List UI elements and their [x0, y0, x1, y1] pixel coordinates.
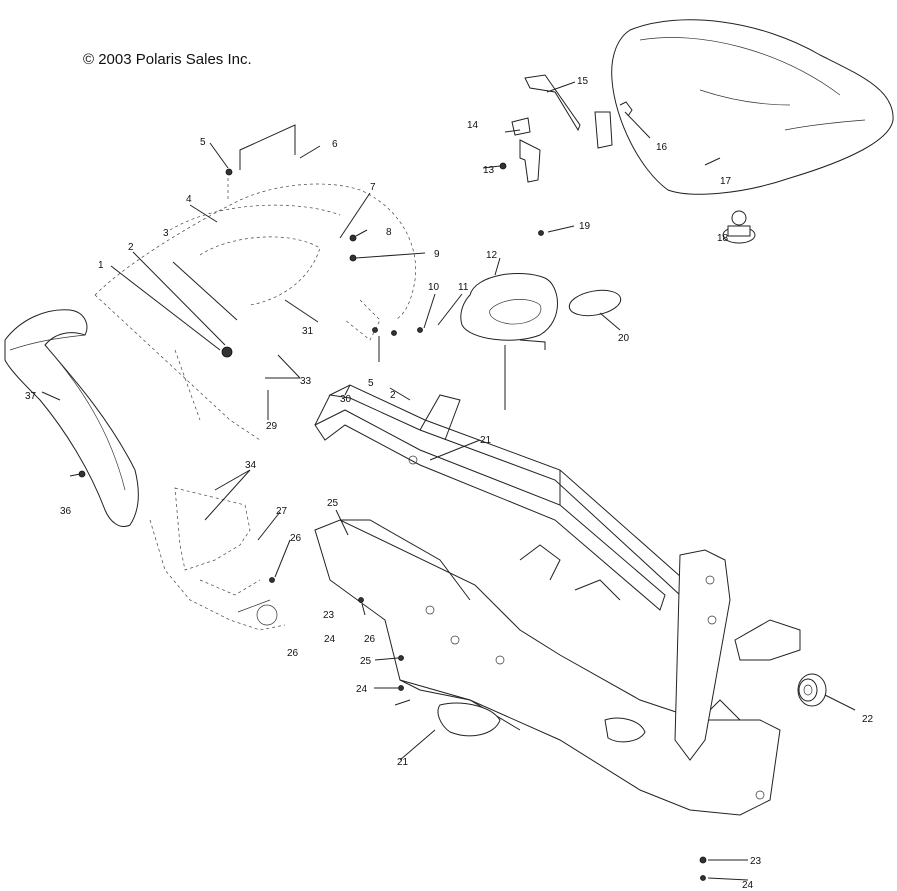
callout-20: 20 — [618, 333, 630, 344]
frame-bushing-drawing — [797, 673, 827, 707]
callout-35: 34 — [245, 460, 257, 471]
callout-16: 16 — [656, 142, 668, 153]
callout-5-mid: 5 — [368, 378, 374, 389]
callout-6: 6 — [332, 139, 338, 150]
callout-10: 10 — [428, 282, 440, 293]
callout-33: 31 — [302, 326, 314, 337]
callout-15: 15 — [577, 76, 589, 87]
callout-8: 8 — [386, 227, 392, 238]
callout-32: 30 — [340, 394, 352, 405]
callout-11: 11 — [458, 282, 469, 293]
callout-3: 3 — [163, 228, 169, 239]
callout-13: 13 — [483, 165, 495, 176]
callout-14: 14 — [467, 120, 479, 131]
callout-labels: 5 6 4 7 3 8 2 9 1 10 11 12 31 5 2 33 30 … — [25, 76, 874, 891]
callout-4: 4 — [186, 194, 192, 205]
seat-drawing — [611, 19, 894, 195]
callout-34: 33 — [300, 376, 312, 387]
callout-2-mid: 2 — [390, 390, 396, 401]
footwell-panel-drawing — [149, 487, 286, 631]
callout-36: 36 — [60, 506, 72, 517]
callout-17: 17 — [720, 176, 732, 187]
leader-lines — [41, 81, 856, 881]
callout-26-lower: 25 — [360, 656, 372, 667]
fastener-hardware — [221, 168, 707, 881]
callout-23-right: 23 — [750, 856, 762, 867]
callout-24-right: 24 — [742, 880, 754, 891]
main-frame-drawing — [314, 519, 801, 816]
callout-26-upper: 25 — [327, 498, 339, 509]
storage-cover-drawing — [460, 230, 622, 341]
callout-25: 24 — [356, 684, 368, 695]
callout-12: 12 — [486, 250, 498, 261]
callout-21-upper: 21 — [480, 435, 492, 446]
rear-fender-drawing — [94, 124, 416, 441]
fender-flare-drawing — [4, 309, 139, 527]
callout-29: 26 — [290, 533, 302, 544]
seat-latch-drawing — [499, 74, 633, 183]
callout-31: 29 — [266, 421, 278, 432]
callout-5-top: 5 — [200, 137, 206, 148]
callout-21-lower: 21 — [397, 757, 409, 768]
callout-7: 7 — [370, 182, 376, 193]
callout-1: 1 — [98, 260, 104, 271]
callout-9: 9 — [434, 249, 440, 260]
callout-27: 26 — [364, 634, 376, 645]
bumper-stop-drawing — [722, 210, 756, 244]
callout-24-left: 24 — [324, 634, 336, 645]
callout-37: 37 — [25, 391, 37, 402]
callout-18: 18 — [717, 233, 729, 244]
callout-2-top: 2 — [128, 242, 134, 253]
callout-22: 22 — [862, 714, 874, 725]
callout-30: 27 — [276, 506, 288, 517]
copyright-notice: © 2003 Polaris Sales Inc. — [83, 51, 252, 68]
callout-27-bottom: 26 — [287, 648, 299, 659]
callout-19: 19 — [579, 221, 591, 232]
callout-23-left: 23 — [323, 610, 335, 621]
